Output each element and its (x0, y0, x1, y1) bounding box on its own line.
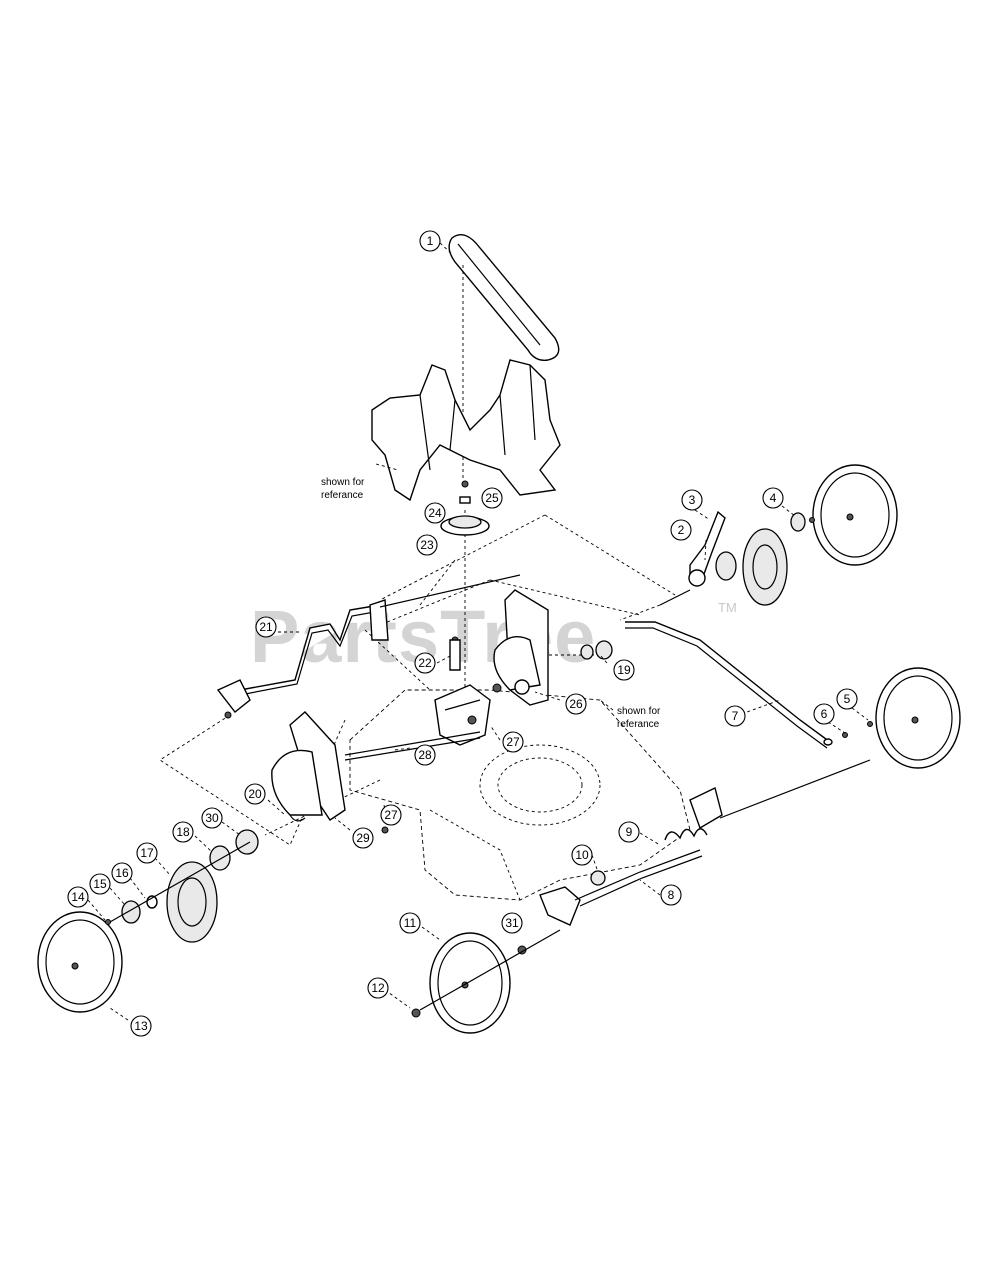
housing-reference (371, 359, 561, 502)
callout-5-label: 5 (844, 692, 851, 706)
callout-5: 5 (836, 688, 858, 710)
callout-3: 3 (681, 489, 703, 511)
watermark-tm: TM (718, 600, 737, 615)
front-right-wheel (411, 929, 561, 1034)
callout-25-label: 25 (485, 491, 499, 505)
callout-7-label: 7 (732, 709, 739, 723)
callout-21: 21 (255, 616, 277, 638)
note-housing-line2: referance (321, 490, 364, 501)
note-deck-line1: shown for (617, 706, 661, 717)
callout-18-label: 18 (176, 825, 190, 839)
callout-16-label: 16 (115, 866, 129, 880)
callout-3-label: 3 (689, 493, 696, 507)
right-height-bracket (493, 589, 549, 706)
callout-31: 31 (501, 912, 523, 934)
callout-1-label: 1 (427, 234, 434, 248)
callout-29: 29 (352, 827, 374, 849)
rear-wheel-right-lower (875, 667, 961, 769)
callout-30-label: 30 (205, 811, 219, 825)
callout-23: 23 (416, 534, 438, 556)
callout-27-lower: 27 (380, 804, 402, 826)
callout-13: 13 (130, 1015, 152, 1037)
callout-15-label: 15 (93, 877, 107, 891)
note-deck: shown for referance (617, 706, 661, 730)
callout-26-label: 26 (569, 697, 583, 711)
spring-lever (539, 759, 871, 926)
callout-11-label: 11 (404, 916, 417, 930)
note-deck-line2: referance (617, 719, 660, 730)
callout-1: 1 (419, 230, 441, 252)
callout-9-label: 9 (626, 825, 633, 839)
front-left-wheel (37, 829, 259, 1013)
callout-17: 17 (136, 842, 158, 864)
callout-25: 25 (481, 487, 503, 509)
front-lift-rod (216, 574, 521, 713)
note-housing-line1: shown for (321, 477, 365, 488)
callout-2-label: 2 (678, 523, 685, 537)
assembly-guide-lines (159, 510, 676, 846)
callout-27-upper: 27 (502, 731, 524, 753)
callout-30: 30 (201, 807, 223, 829)
callout-11: 11 (399, 912, 421, 934)
callout-19-label: 19 (617, 663, 631, 677)
callout-13-label: 13 (134, 1019, 148, 1033)
callout-27-upper-label: 27 (506, 735, 520, 749)
callout-17-label: 17 (140, 846, 154, 860)
callout-24: 24 (424, 502, 446, 524)
callout-22: 22 (414, 652, 436, 674)
callout-9: 9 (618, 821, 640, 843)
callout-28: 28 (414, 744, 436, 766)
callout-4: 4 (762, 487, 784, 509)
callout-20: 20 (244, 783, 266, 805)
note-housing: shown for referance (321, 477, 365, 501)
callout-19: 19 (613, 659, 635, 681)
callout-31-label: 31 (505, 916, 519, 930)
callout-14-label: 14 (71, 890, 85, 904)
callout-6-label: 6 (821, 707, 828, 721)
callout-2: 2 (670, 519, 692, 541)
callout-12-label: 12 (371, 981, 385, 995)
callout-27-lower-label: 27 (384, 808, 398, 822)
callout-7: 7 (724, 705, 746, 727)
callout-20-label: 20 (248, 787, 262, 801)
callout-12: 12 (367, 977, 389, 999)
callout-16: 16 (111, 862, 133, 884)
callout-24-label: 24 (428, 506, 442, 520)
callout-14: 14 (67, 886, 89, 908)
callout-8: 8 (660, 884, 682, 906)
rear-axle-rod (625, 621, 833, 749)
hardware (105, 517, 873, 925)
callout-8-label: 8 (668, 888, 675, 902)
callout-15: 15 (89, 873, 111, 895)
callout-29-label: 29 (356, 831, 370, 845)
callout-26: 26 (565, 693, 587, 715)
callout-6: 6 (813, 703, 835, 725)
callout-10: 10 (571, 844, 593, 866)
callout-22-label: 22 (418, 656, 432, 670)
callout-23-label: 23 (420, 538, 434, 552)
left-height-bracket (271, 711, 346, 822)
transmission (344, 684, 491, 761)
rear-right-wheel (659, 464, 898, 606)
callout-28-label: 28 (418, 748, 432, 762)
callout-21-label: 21 (259, 620, 273, 634)
pulley-assembly (440, 480, 490, 536)
callout-4-label: 4 (770, 491, 777, 505)
callout-10-label: 10 (575, 848, 589, 862)
callout-18: 18 (172, 821, 194, 843)
drive-belt (448, 234, 560, 480)
